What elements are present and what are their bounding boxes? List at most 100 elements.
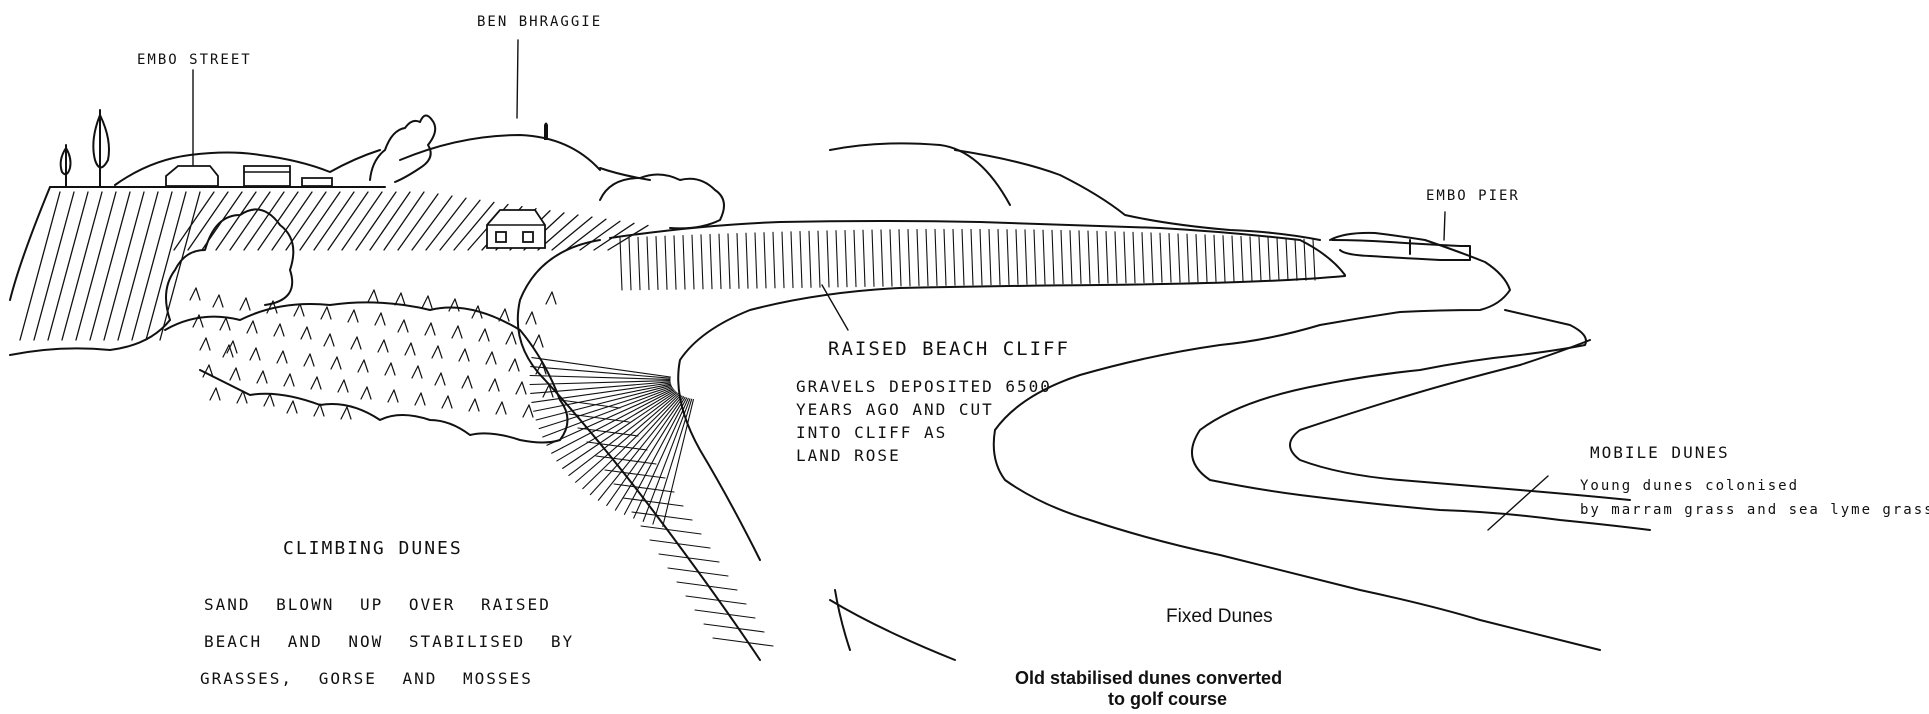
hatch-stroke xyxy=(623,498,683,506)
hatch-stroke xyxy=(499,309,505,321)
hatch-stroke xyxy=(246,298,250,310)
hatch-stroke xyxy=(827,231,829,287)
hatch-stroke xyxy=(368,290,374,302)
hatch-stroke xyxy=(1187,234,1189,282)
hatch-stroke xyxy=(324,334,330,346)
hatch-stroke xyxy=(746,233,748,288)
hatch-stroke xyxy=(210,388,216,400)
hatch-stroke xyxy=(338,380,344,392)
hatch-stroke xyxy=(435,373,441,385)
hatch-stroke xyxy=(1142,233,1144,283)
hatch-stroke xyxy=(274,324,280,336)
hatch-stroke xyxy=(523,405,529,417)
hatch-stroke xyxy=(800,232,802,288)
hatch-stroke xyxy=(263,371,267,383)
hatch-stroke xyxy=(452,326,458,338)
hatch-stroke xyxy=(557,391,675,461)
hatch-stroke xyxy=(384,340,388,352)
hatch-stroke xyxy=(391,363,395,375)
hatch-stroke xyxy=(659,554,719,562)
hatch-stroke xyxy=(351,337,357,349)
hatch-stroke xyxy=(412,366,418,378)
hatch-stroke xyxy=(926,229,928,285)
hatch-stroke xyxy=(459,349,465,361)
hatch-stroke xyxy=(301,327,307,339)
hatch-stroke xyxy=(1079,231,1081,284)
hatch-stroke xyxy=(236,368,240,380)
hatch-stroke xyxy=(378,340,384,352)
hatch-stroke xyxy=(695,610,755,618)
hatch-stroke xyxy=(713,638,773,646)
hatch-stroke xyxy=(422,296,428,308)
hatch-stroke xyxy=(327,307,331,319)
hatch-stroke xyxy=(411,343,415,355)
hatch-stroke xyxy=(899,230,901,286)
hatch-stroke xyxy=(314,404,320,416)
hatch-stroke xyxy=(1034,230,1036,284)
hatch-stroke xyxy=(1115,232,1117,283)
climbing-dunes-line-1: SAND BLOWN UP OVER RAISED xyxy=(204,595,551,614)
hatch-stroke xyxy=(719,234,721,288)
hatch-stroke xyxy=(632,512,692,520)
hatch-stroke xyxy=(425,323,431,335)
hatch-stroke xyxy=(1178,234,1180,282)
label-climbing-dunes: CLIMBING DUNES xyxy=(283,538,463,559)
hatch-stroke xyxy=(331,357,337,369)
hatch-stroke xyxy=(277,351,283,363)
hatch-stroke xyxy=(737,234,739,289)
hatch-stroke xyxy=(638,237,640,289)
hatch-stroke xyxy=(1268,238,1270,281)
hatch-stroke xyxy=(543,385,549,397)
hatch-stroke xyxy=(863,230,865,286)
hatch-stroke xyxy=(773,232,775,287)
label-raised-beach-cliff: RAISED BEACH CLIFF xyxy=(828,338,1070,360)
hatch-stroke xyxy=(953,229,955,285)
hatch-stroke xyxy=(344,380,348,392)
hatch-stroke xyxy=(283,351,287,363)
hatch-stroke xyxy=(710,234,712,288)
hatch-stroke xyxy=(668,568,728,576)
hatch-stroke xyxy=(836,231,838,287)
hatch-stroke xyxy=(522,382,526,394)
tree-clump xyxy=(370,115,435,182)
hatch-stroke xyxy=(526,312,532,324)
hatch-stroke xyxy=(641,526,701,534)
hatch-stroke xyxy=(881,230,883,286)
raised-cliff-line-3: INTO CLIFF AS xyxy=(796,423,947,442)
hatch-stroke xyxy=(280,324,284,336)
hatch-stroke xyxy=(337,357,341,369)
hatch-stroke xyxy=(364,360,368,372)
hatch-stroke xyxy=(1313,240,1315,280)
hatch-stroke xyxy=(944,229,946,285)
hatch-stroke xyxy=(539,335,543,347)
hatch-stroke xyxy=(674,236,676,289)
hatch-stroke xyxy=(196,288,200,300)
hatch-stroke xyxy=(1286,238,1288,280)
hatch-stroke xyxy=(935,229,937,285)
hatch-stroke xyxy=(1250,237,1252,281)
fixed-dunes-line-2: to golf course xyxy=(1108,689,1227,709)
hatch-stroke xyxy=(495,379,499,391)
hatch-stroke xyxy=(330,334,334,346)
dune-outlines xyxy=(994,233,1650,650)
hatch-stroke xyxy=(237,391,243,403)
hatch-stroke xyxy=(552,292,556,304)
hatch-stroke xyxy=(300,304,304,316)
fixed-dunes-line-1: Old stabilised dunes converted xyxy=(1015,668,1282,688)
hatch-stroke xyxy=(629,238,631,290)
hatch-stroke xyxy=(438,346,442,358)
hatch-stroke xyxy=(890,230,892,286)
hatch-stroke xyxy=(475,399,479,411)
hatch-stroke xyxy=(230,368,236,380)
hatch-stroke xyxy=(394,390,398,402)
hatch-stroke xyxy=(764,233,766,288)
hatch-stroke xyxy=(1214,235,1216,281)
climbing-dunes-line-3: GRASSES, GORSE AND MOSSES xyxy=(200,669,533,688)
hatch-stroke xyxy=(247,321,253,333)
fields-hatch xyxy=(20,192,648,340)
street-houses xyxy=(166,166,332,186)
hatch-stroke xyxy=(1133,232,1135,282)
hatch-stroke xyxy=(1295,239,1297,281)
hatch-stroke xyxy=(250,348,256,360)
